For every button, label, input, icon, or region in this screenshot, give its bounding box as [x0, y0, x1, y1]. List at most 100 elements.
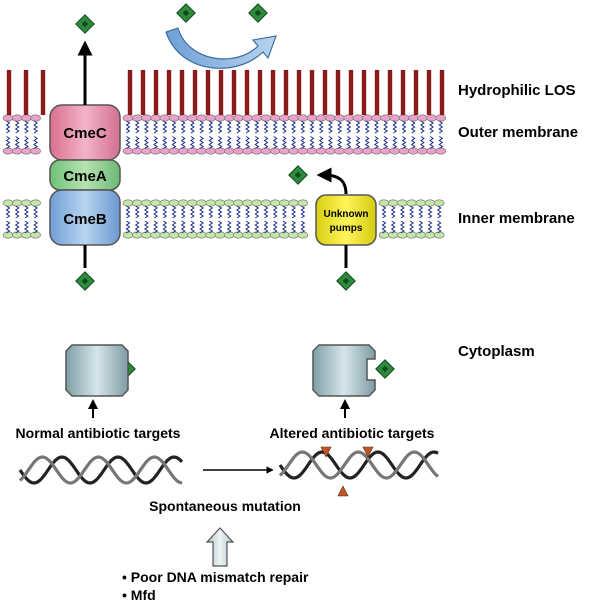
- outer-membrane-lipid-tail: [346, 120, 352, 134]
- outer-membrane-lipid-tail: [235, 136, 241, 149]
- inner-membrane-lipid-tail: [189, 205, 195, 219]
- inner-membrane-lipid-tail: [436, 220, 442, 234]
- inner-membrane-lipid-tail: [134, 205, 140, 219]
- inner-membrane-lipid-head-bottom: [406, 231, 417, 239]
- los-stalk: [322, 70, 328, 115]
- hydrophilic-los-label: Hydrophilic LOS: [458, 82, 576, 99]
- outer-membrane-lipid-head-top: [417, 114, 428, 122]
- outer-membrane-lipid-tail: [364, 136, 370, 149]
- normal-targets-label: Normal antibiotic targets: [16, 425, 181, 441]
- outer-membrane-lipid-head-top: [269, 114, 281, 122]
- inner-membrane-lipid-tail: [300, 220, 306, 234]
- outer-membrane-lipid-tail: [373, 136, 379, 149]
- outer-membrane-lipid-head-bottom: [279, 147, 290, 155]
- inner-membrane-lipid-tail: [180, 220, 186, 234]
- outer-membrane-lipid-tail: [263, 120, 269, 134]
- outer-membrane-lipid-head-top: [187, 114, 198, 122]
- cmec-label: CmeC: [63, 125, 107, 142]
- inner-membrane-lipid-head-bottom: [150, 231, 161, 239]
- cause-up-arrow: [205, 527, 235, 567]
- outer-membrane-lipid-head-top: [30, 114, 41, 122]
- inner-membrane-lipid-tail: [217, 205, 223, 219]
- mutation-marker: [320, 446, 332, 458]
- outer-membrane-lipid-tail: [33, 136, 39, 149]
- antibiotic-diamond-unknown-pump-in-core: [342, 277, 350, 285]
- outer-membrane-lipid-head-bottom: [269, 147, 281, 155]
- outer-membrane-lipid-tail: [208, 136, 214, 149]
- outer-membrane-lipid-head-top: [141, 114, 152, 122]
- inner-membrane-lipid-head-bottom: [11, 231, 23, 239]
- inner-membrane-lipid-head-top: [2, 199, 14, 207]
- outer-membrane-lipid-head-bottom: [2, 147, 14, 155]
- dna-strand: [18, 455, 183, 485]
- outer-membrane-lipid-tail: [134, 136, 140, 149]
- outer-membrane-lipid-head-top: [131, 114, 143, 122]
- outer-membrane-lipid-tail: [162, 136, 168, 149]
- inner-membrane-lipid-head-top: [279, 199, 290, 207]
- altered-targets-label: Altered antibiotic targets: [270, 425, 435, 441]
- outer-membrane-lipid-tail: [373, 120, 379, 134]
- outer-membrane-lipid-tail: [327, 120, 333, 134]
- los-stalk: [231, 70, 237, 115]
- outer-membrane-label: Outer membrane: [458, 124, 578, 141]
- inner-membrane-lipid-head-bottom: [187, 231, 198, 239]
- outer-membrane-lipid-head-bottom: [30, 147, 41, 155]
- outer-membrane-lipid-head-top: [11, 114, 23, 122]
- inner-membrane-lipid-tail: [23, 205, 29, 219]
- inner-membrane-lipid-tail: [254, 220, 260, 234]
- inner-membrane-lipid-tail: [171, 205, 177, 219]
- inner-membrane-lipid-tail: [5, 220, 11, 234]
- inner-membrane-lipid-tail: [14, 205, 20, 219]
- inner-membrane-lipid-head-bottom: [141, 231, 152, 239]
- outer-membrane-lipid-head-top: [426, 114, 437, 122]
- inner-membrane-lipid-head-top: [11, 199, 23, 207]
- inner-membrane-lipid-tail: [409, 205, 415, 219]
- outer-membrane-lipid-head-top: [352, 114, 364, 122]
- los-stalk: [270, 70, 276, 115]
- inner-membrane-lipid-head-top: [187, 199, 198, 207]
- inner-membrane-lipid-tail: [281, 220, 287, 234]
- inner-membrane-lipid-tail: [263, 220, 269, 234]
- outer-membrane-lipid-tail: [125, 136, 131, 149]
- inner-membrane-lipid-tail: [226, 220, 232, 234]
- outer-membrane-lipid-head-top: [168, 114, 180, 122]
- outer-membrane-lipid-tail: [143, 120, 149, 134]
- antibiotic-diamond-unknown-pump-out-core: [294, 171, 302, 179]
- inner-membrane-lipid-tail: [291, 205, 297, 219]
- los-stalk: [23, 70, 29, 115]
- outer-membrane-lipid-head-top: [260, 114, 272, 122]
- inner-membrane-lipid-tail: [143, 220, 149, 234]
- inner-membrane-lipid-tail: [245, 205, 251, 219]
- unknown-pump-arrow: [316, 167, 348, 195]
- mutation-marker: [337, 485, 349, 497]
- inner-membrane-lipid-tail: [23, 220, 29, 234]
- outer-membrane-lipid-tail: [300, 136, 306, 149]
- outer-membrane-lipid-head-bottom: [334, 147, 345, 155]
- los-stalk: [374, 70, 380, 115]
- los-stalk: [153, 70, 159, 115]
- outer-membrane-lipid-tail: [419, 120, 425, 134]
- inner-membrane-lipid-head-top: [214, 199, 226, 207]
- inner-membrane-lipid-tail: [399, 220, 405, 234]
- inner-membrane-lipid-head-bottom: [223, 231, 235, 239]
- outer-membrane-lipid-tail: [171, 120, 177, 134]
- outer-membrane-lipid-head-bottom: [159, 147, 171, 155]
- outer-membrane-lipid-head-bottom: [380, 147, 391, 155]
- outer-membrane-lipid-head-bottom: [141, 147, 152, 155]
- inner-membrane-lipid-tail: [5, 205, 11, 219]
- los-stalk: [361, 70, 367, 115]
- outer-membrane-lipid-tail: [355, 120, 361, 134]
- los-stalk: [6, 70, 12, 115]
- inner-membrane-lipid-head-bottom: [397, 231, 408, 239]
- outer-membrane-lipid-head-top: [315, 114, 327, 122]
- outer-membrane-lipid-tail: [337, 120, 343, 134]
- outer-membrane-lipid-head-bottom: [325, 147, 336, 155]
- inner-membrane-lipid-head-top: [269, 199, 281, 207]
- unknown-pumps: Unknown pumps: [315, 167, 377, 268]
- outer-membrane-lipid-head-bottom: [242, 147, 253, 155]
- inner-membrane-lipid-head-top: [122, 199, 134, 207]
- outer-membrane-lipid-tail: [217, 120, 223, 134]
- outer-membrane-lipid-head-top: [196, 114, 207, 122]
- outer-membrane-lipid-tail: [355, 136, 361, 149]
